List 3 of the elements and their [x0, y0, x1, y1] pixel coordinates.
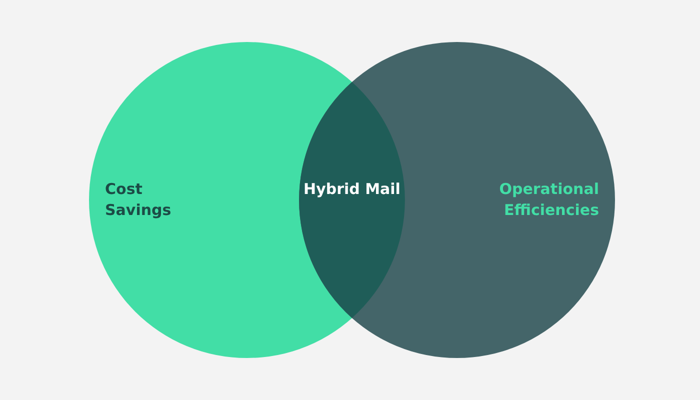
- venn-label: Operational Efficiencies: [498, 179, 599, 221]
- venn-label: Cost Savings: [105, 179, 172, 221]
- venn-label: Hybrid Mail: [302, 179, 402, 200]
